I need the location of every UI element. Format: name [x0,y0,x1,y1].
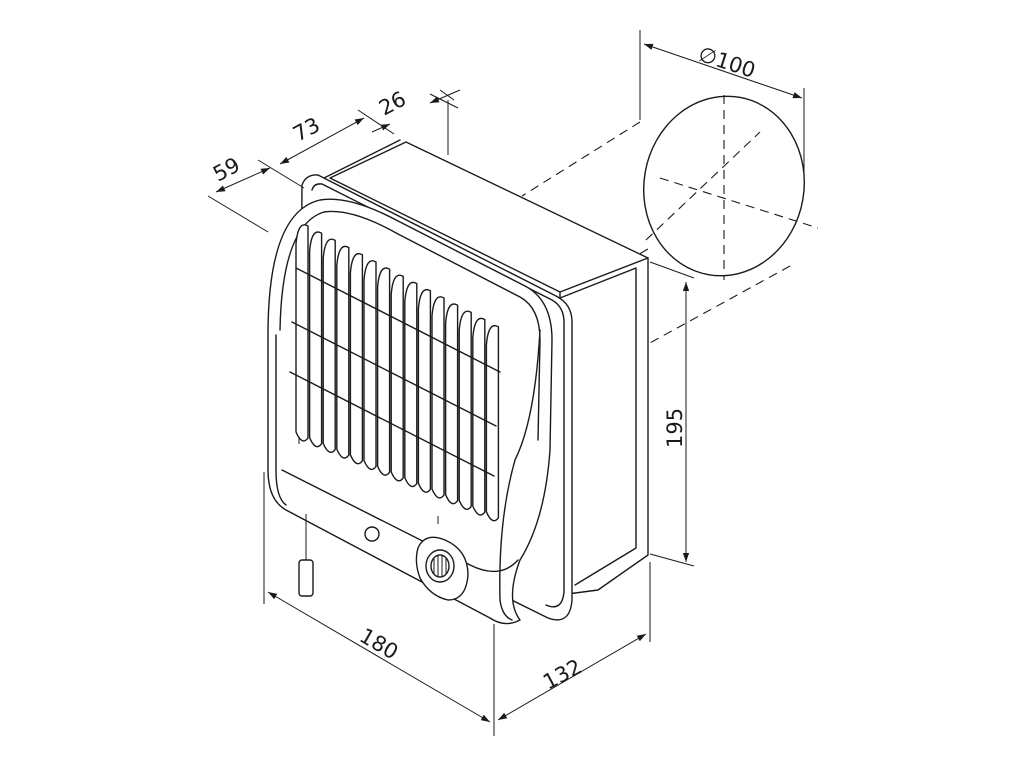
grille-slat [390,274,404,482]
dimension-label-195: 195 [663,408,687,448]
grille-slat [376,267,391,476]
dimension-label-180: 180 [356,624,403,665]
grille-slat [322,238,336,453]
dimension-label-73: 73 [289,113,324,147]
grille-bar [291,321,497,427]
grille-bar [289,371,495,477]
grille-slat [336,245,350,459]
grille-slat [431,296,445,499]
dimension-label-diameter-100: ∅100 [695,42,758,83]
dimension-label-132: 132 [539,654,586,694]
grille-slat [295,224,309,442]
grille-bar [295,267,501,373]
pull-cord [298,514,314,597]
dimension-label-26: 26 [375,87,410,121]
height-dimension: 195 [649,261,695,567]
grille [289,224,501,522]
grille-slat [485,324,500,522]
pull-cord-handle [298,559,314,597]
grille-slat [308,231,323,448]
grille-slat [363,260,377,471]
grille-slat [349,252,364,465]
dimension-label-59: 59 [209,153,244,187]
indicator-light [364,526,380,542]
diameter-dimension: ∅100 [639,30,805,180]
